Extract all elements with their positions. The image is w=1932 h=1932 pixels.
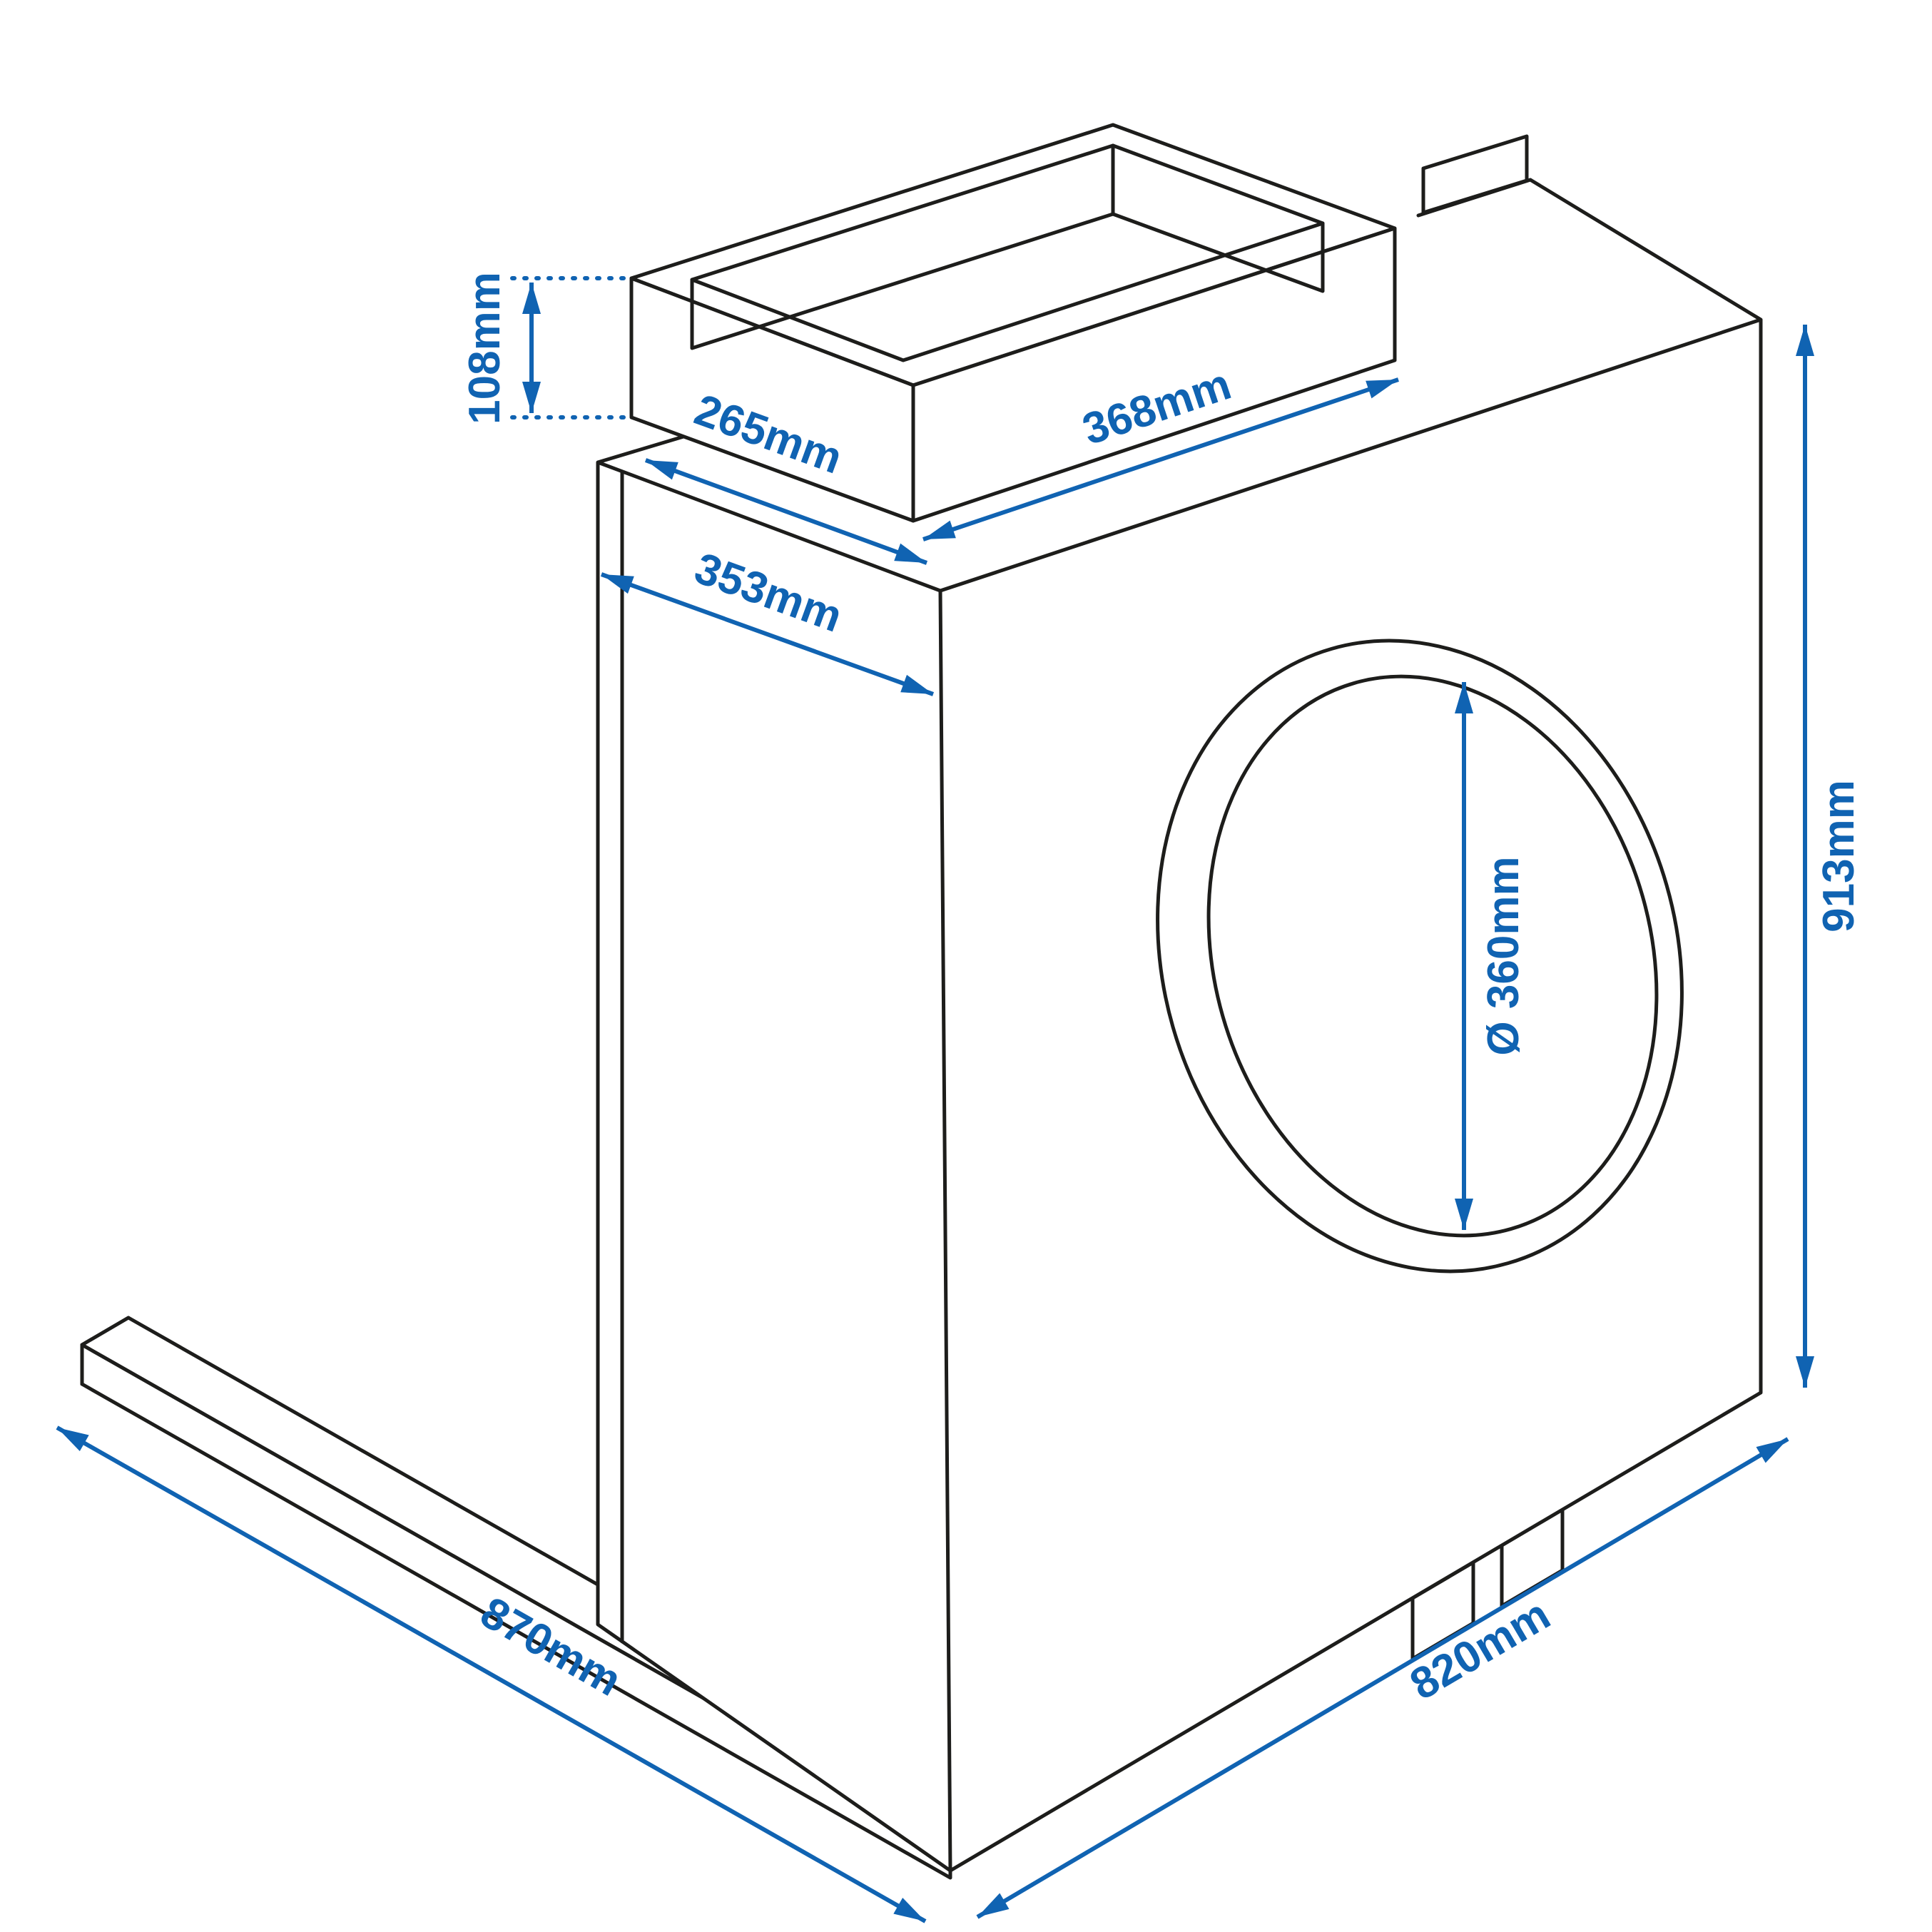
dim-arrow xyxy=(922,377,1399,542)
dim-arrow xyxy=(600,572,935,696)
duct-ring-inner xyxy=(1206,674,1659,1238)
dim-label-body-height: 913mm xyxy=(1814,780,1864,932)
dim-leader xyxy=(510,276,629,420)
round-duct-opening xyxy=(1156,639,1684,1273)
dim-arrow xyxy=(56,1425,927,1923)
dim-arrow xyxy=(644,458,928,565)
dim-duct-diameter: Ø 360mm xyxy=(1455,682,1528,1230)
collar-interior-edges xyxy=(690,143,1325,350)
dim-collar-height: 108mm xyxy=(460,272,629,424)
dim-label-collar-height: 108mm xyxy=(460,272,509,424)
flange-tab xyxy=(1421,134,1529,215)
top-flange-tab xyxy=(1421,134,1529,215)
dim-body-height: 913mm xyxy=(1796,325,1864,1388)
dim-label-duct-diameter: Ø 360mm xyxy=(1479,856,1528,1055)
dim-arrow xyxy=(976,1437,1789,1919)
